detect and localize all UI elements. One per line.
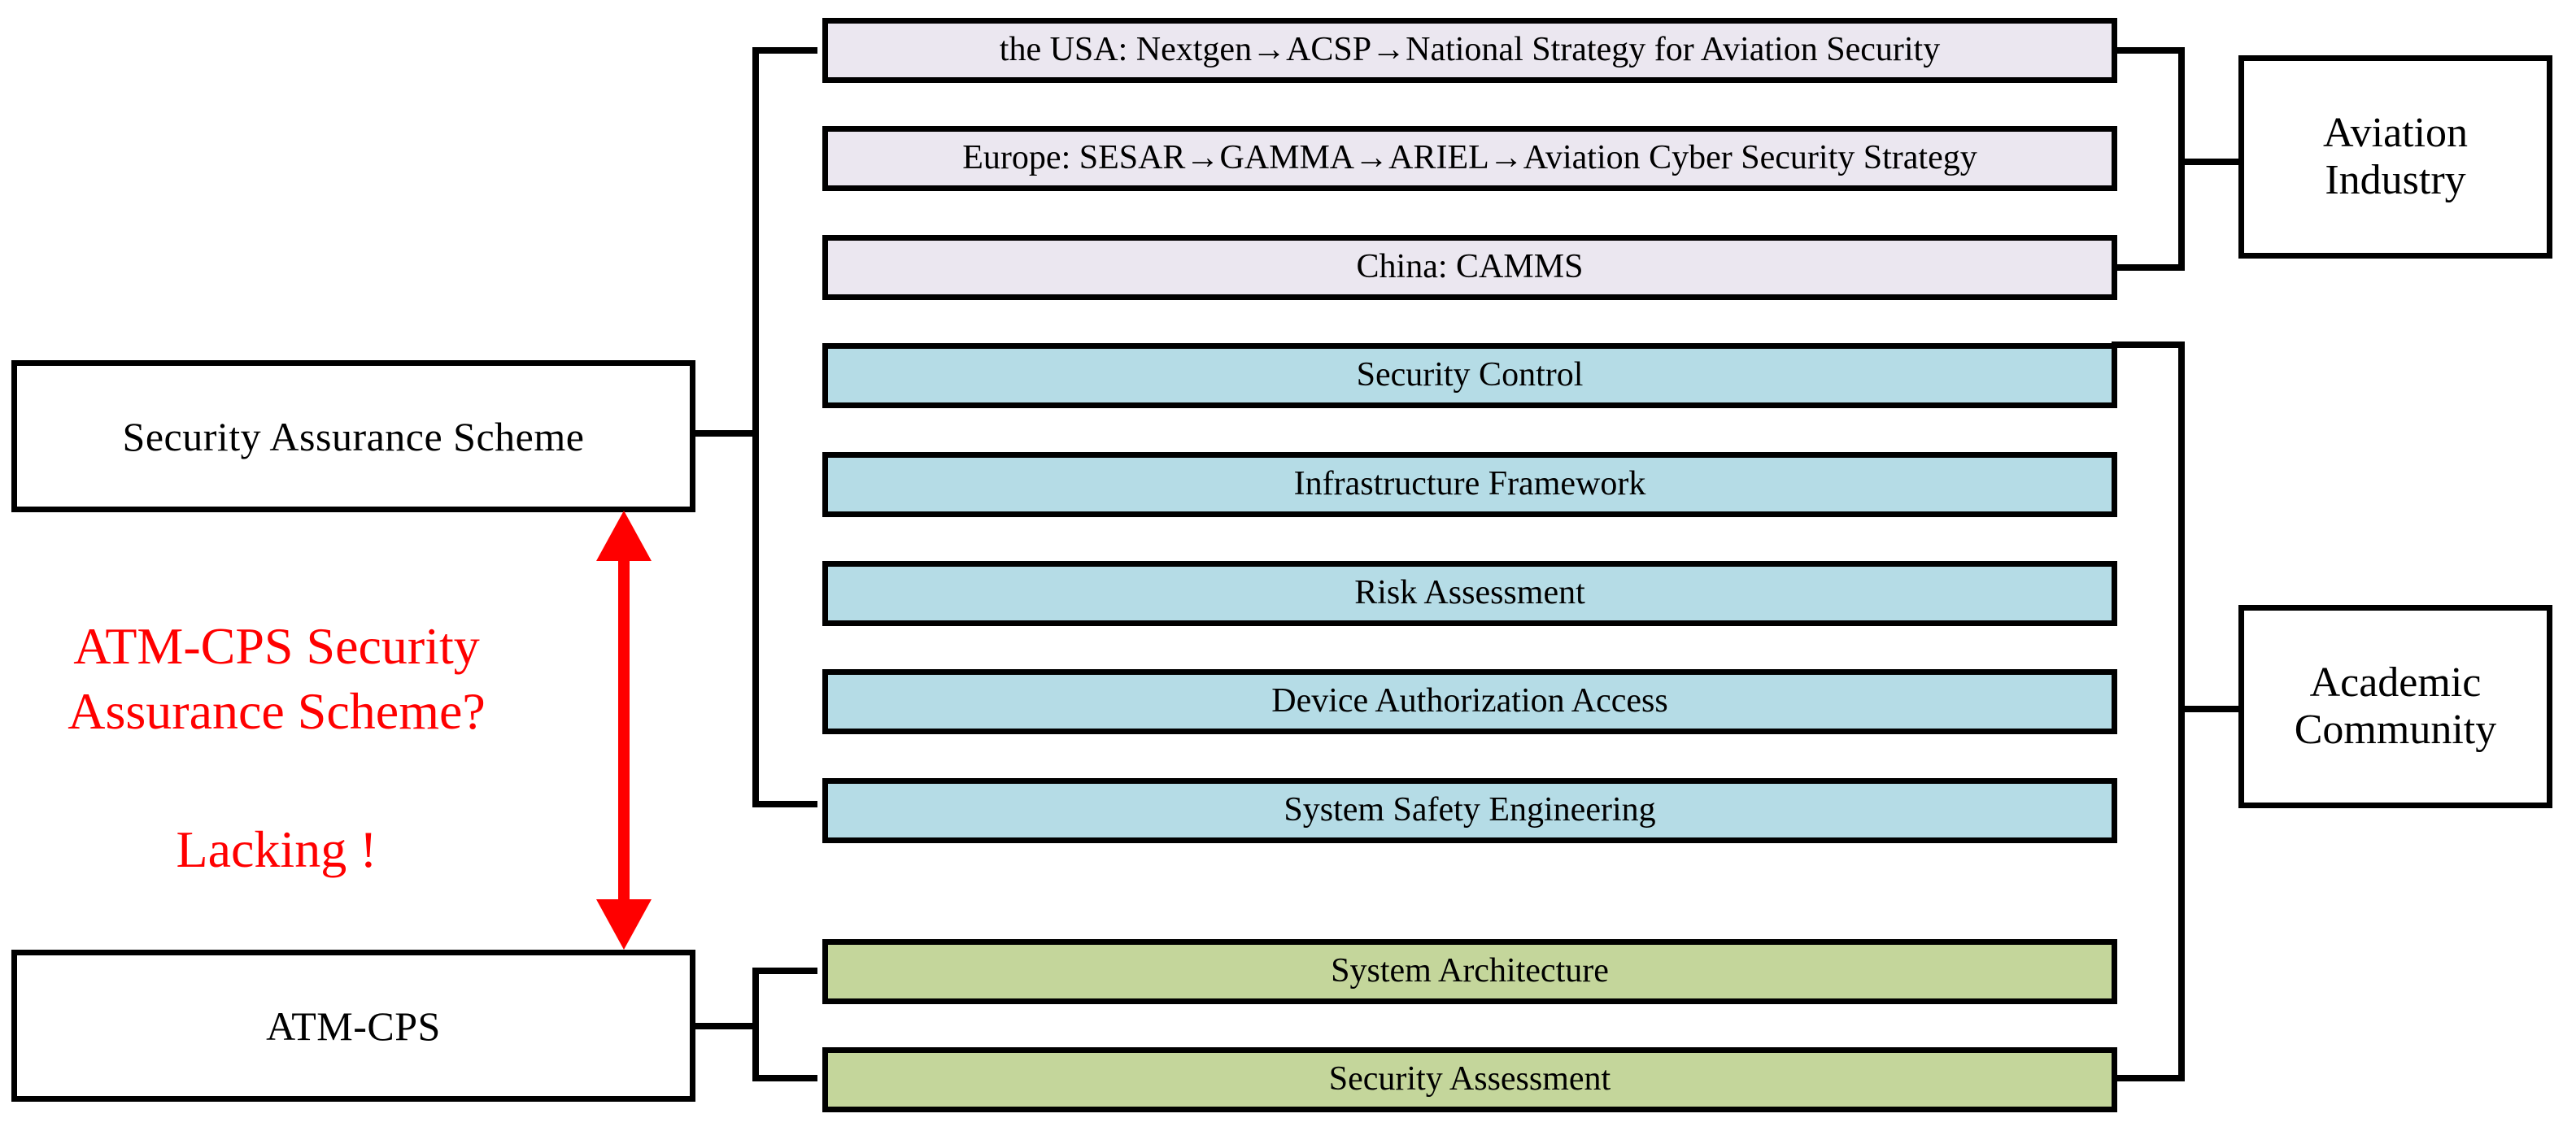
connector-industry-to-group: [2178, 159, 2243, 165]
connector-academic-row7-stub: [2112, 1075, 2185, 1081]
arrow-head-down-icon: [596, 899, 652, 950]
arrow-head-up-icon: [596, 511, 652, 561]
node-security-assurance-scheme[interactable]: Security Assurance Scheme: [11, 360, 695, 512]
connector-atmcps-stub: [695, 1023, 759, 1029]
annotation-question: ATM-CPS Security Assurance Scheme?: [68, 617, 486, 740]
row-industry-europe-label: Europe: SESAR→GAMMA→ARIEL→Aviation Cyber…: [962, 139, 1977, 177]
connector-sas-bracket-bottom-arm: [752, 801, 817, 807]
node-atm-cps-label: ATM-CPS: [266, 1003, 441, 1049]
arrow-shaft: [618, 555, 630, 905]
node-aviation-industry-label: Aviation Industry: [2322, 109, 2469, 203]
connector-atmcps-bracket-bottom-arm: [752, 1075, 817, 1081]
row-academic-device-authorization-access[interactable]: Device Authorization Access: [822, 669, 2117, 734]
row-academic-security-assessment-label: Security Assessment: [1328, 1060, 1611, 1098]
row-academic-system-architecture[interactable]: System Architecture: [822, 939, 2117, 1004]
connector-sas-stub: [695, 430, 759, 437]
connector-sas-bracket-top-arm: [752, 47, 817, 54]
connector-industry-row3-stub: [2112, 264, 2185, 271]
row-industry-china[interactable]: China: CAMMS: [822, 235, 2117, 300]
row-academic-system-safety-engineering[interactable]: System Safety Engineering: [822, 778, 2117, 843]
row-industry-usa[interactable]: the USA: Nextgen→ACSP→National Strategy …: [822, 18, 2117, 83]
row-academic-infrastructure-framework-label: Infrastructure Framework: [1293, 465, 1646, 503]
row-academic-risk-assessment-label: Risk Assessment: [1354, 574, 1585, 612]
connector-sas-bracket-vertical: [752, 47, 759, 807]
node-academic-community[interactable]: Academic Community: [2238, 605, 2552, 808]
row-academic-risk-assessment[interactable]: Risk Assessment: [822, 561, 2117, 626]
node-aviation-industry[interactable]: Aviation Industry: [2238, 55, 2552, 259]
row-academic-infrastructure-framework[interactable]: Infrastructure Framework: [822, 452, 2117, 517]
row-academic-security-assessment[interactable]: Security Assessment: [822, 1047, 2117, 1112]
node-academic-community-label: Academic Community: [2294, 659, 2497, 753]
row-academic-device-authorization-access-label: Device Authorization Access: [1271, 682, 1668, 720]
row-academic-system-architecture-label: System Architecture: [1331, 952, 1609, 990]
row-academic-system-safety-engineering-label: System Safety Engineering: [1284, 791, 1656, 829]
connector-academic-row1-stub: [2112, 341, 2185, 348]
row-academic-security-control-label: Security Control: [1356, 356, 1584, 394]
connector-academic-to-group: [2178, 706, 2243, 712]
row-industry-china-label: China: CAMMS: [1356, 248, 1584, 286]
connector-industry-row1-stub: [2112, 47, 2185, 54]
row-industry-europe[interactable]: Europe: SESAR→GAMMA→ARIEL→Aviation Cyber…: [822, 126, 2117, 191]
connector-atmcps-bracket-vertical: [752, 968, 759, 1081]
row-academic-security-control[interactable]: Security Control: [822, 343, 2117, 408]
row-industry-usa-label: the USA: Nextgen→ACSP→National Strategy …: [999, 31, 1941, 69]
annotation-verdict: Lacking !: [176, 820, 377, 878]
node-atm-cps[interactable]: ATM-CPS: [11, 950, 695, 1102]
connector-atmcps-bracket-top-arm: [752, 968, 817, 974]
bidirectional-gap-arrow: [596, 511, 652, 950]
node-security-assurance-scheme-label: Security Assurance Scheme: [122, 413, 585, 459]
